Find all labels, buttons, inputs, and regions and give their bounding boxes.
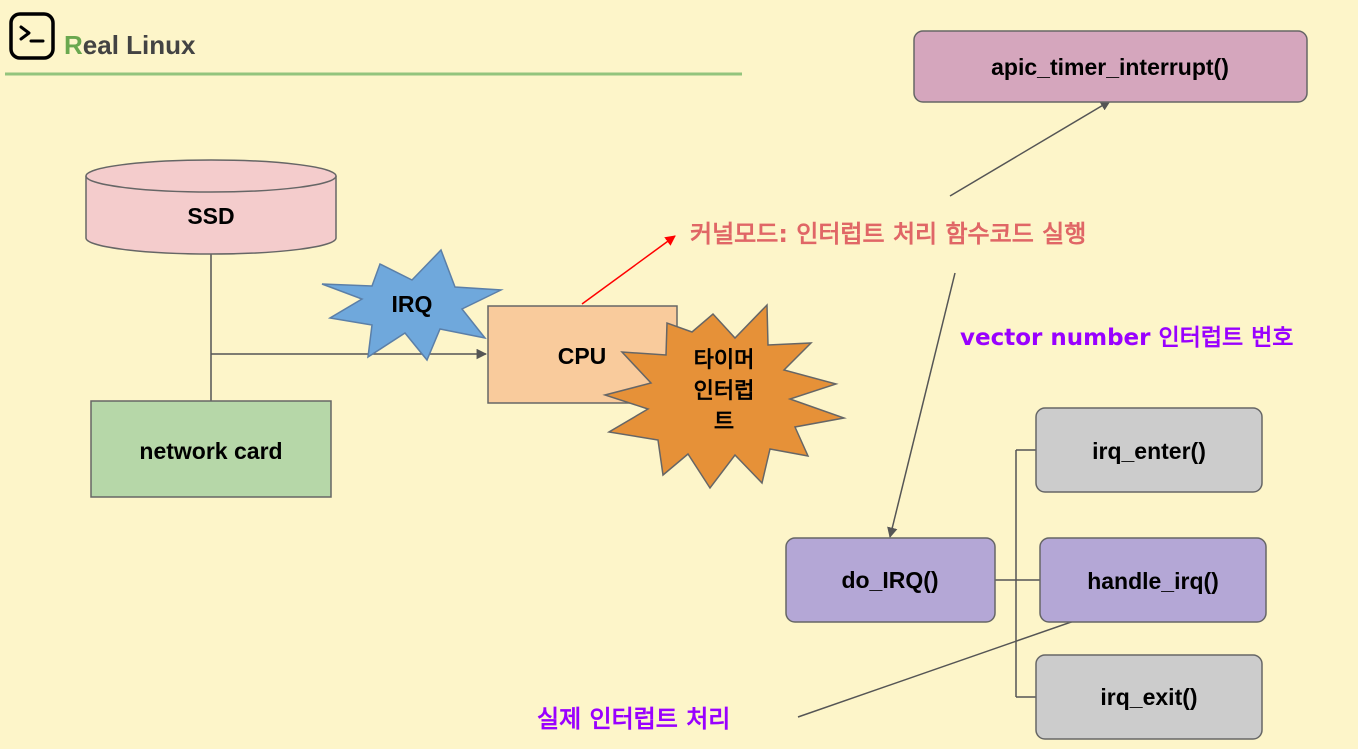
timer-label-line-1: 타이머: [694, 348, 755, 373]
irq-enter-label: irq_enter(): [1092, 438, 1206, 464]
network-card-box: network card: [90, 400, 332, 498]
do-irq-box: do_IRQ(): [785, 537, 996, 623]
cpu-to-kernel-mode-arrow: [581, 235, 676, 305]
actual-handling-annotation: 실제 인터럽트 처리: [537, 705, 730, 733]
timer-label-line-2: 인터럽: [694, 379, 755, 404]
handle-irq-label: handle_irq(): [1087, 568, 1219, 594]
irq-enter-box: irq_enter(): [1035, 407, 1263, 493]
irq-burst: IRQ: [321, 248, 504, 362]
terminal-prompt-icon: [9, 12, 55, 60]
do-irq-label: do_IRQ(): [841, 567, 938, 593]
irq-exit-box: irq_exit(): [1035, 654, 1263, 740]
cpu-label: CPU: [558, 343, 607, 369]
handle-irq-box: handle_irq(): [1039, 537, 1267, 623]
vector-number-annotation: vector number 인터럽트 번호: [960, 325, 1293, 351]
header-title: Real Linux: [64, 30, 196, 60]
to-do-irq-arrow: [887, 272, 956, 539]
ssd-cylinder: SSD: [85, 159, 337, 255]
header-title-first-letter: R: [64, 30, 83, 60]
irq-exit-label: irq_exit(): [1100, 684, 1197, 710]
header-title-rest: eal Linux: [83, 30, 196, 60]
to-handle-irq-arrow: [797, 610, 1101, 718]
ssd-label: SSD: [187, 203, 234, 229]
apic-timer-interrupt-box: apic_timer_interrupt(): [913, 30, 1308, 103]
irq-label: IRQ: [392, 291, 433, 317]
timer-interrupt-burst: 타이머 인터럽 트: [602, 303, 847, 490]
apic-timer-interrupt-label: apic_timer_interrupt(): [991, 54, 1229, 80]
timer-label-line-3: 트: [714, 410, 734, 435]
kernel-mode-annotation: 커널모드: 인터럽트 처리 함수코드 실행: [690, 220, 1086, 248]
to-apic-arrow: [949, 100, 1111, 197]
header: Real Linux: [5, 12, 742, 76]
connectors: [210, 100, 1111, 718]
network-card-label: network card: [139, 438, 282, 464]
